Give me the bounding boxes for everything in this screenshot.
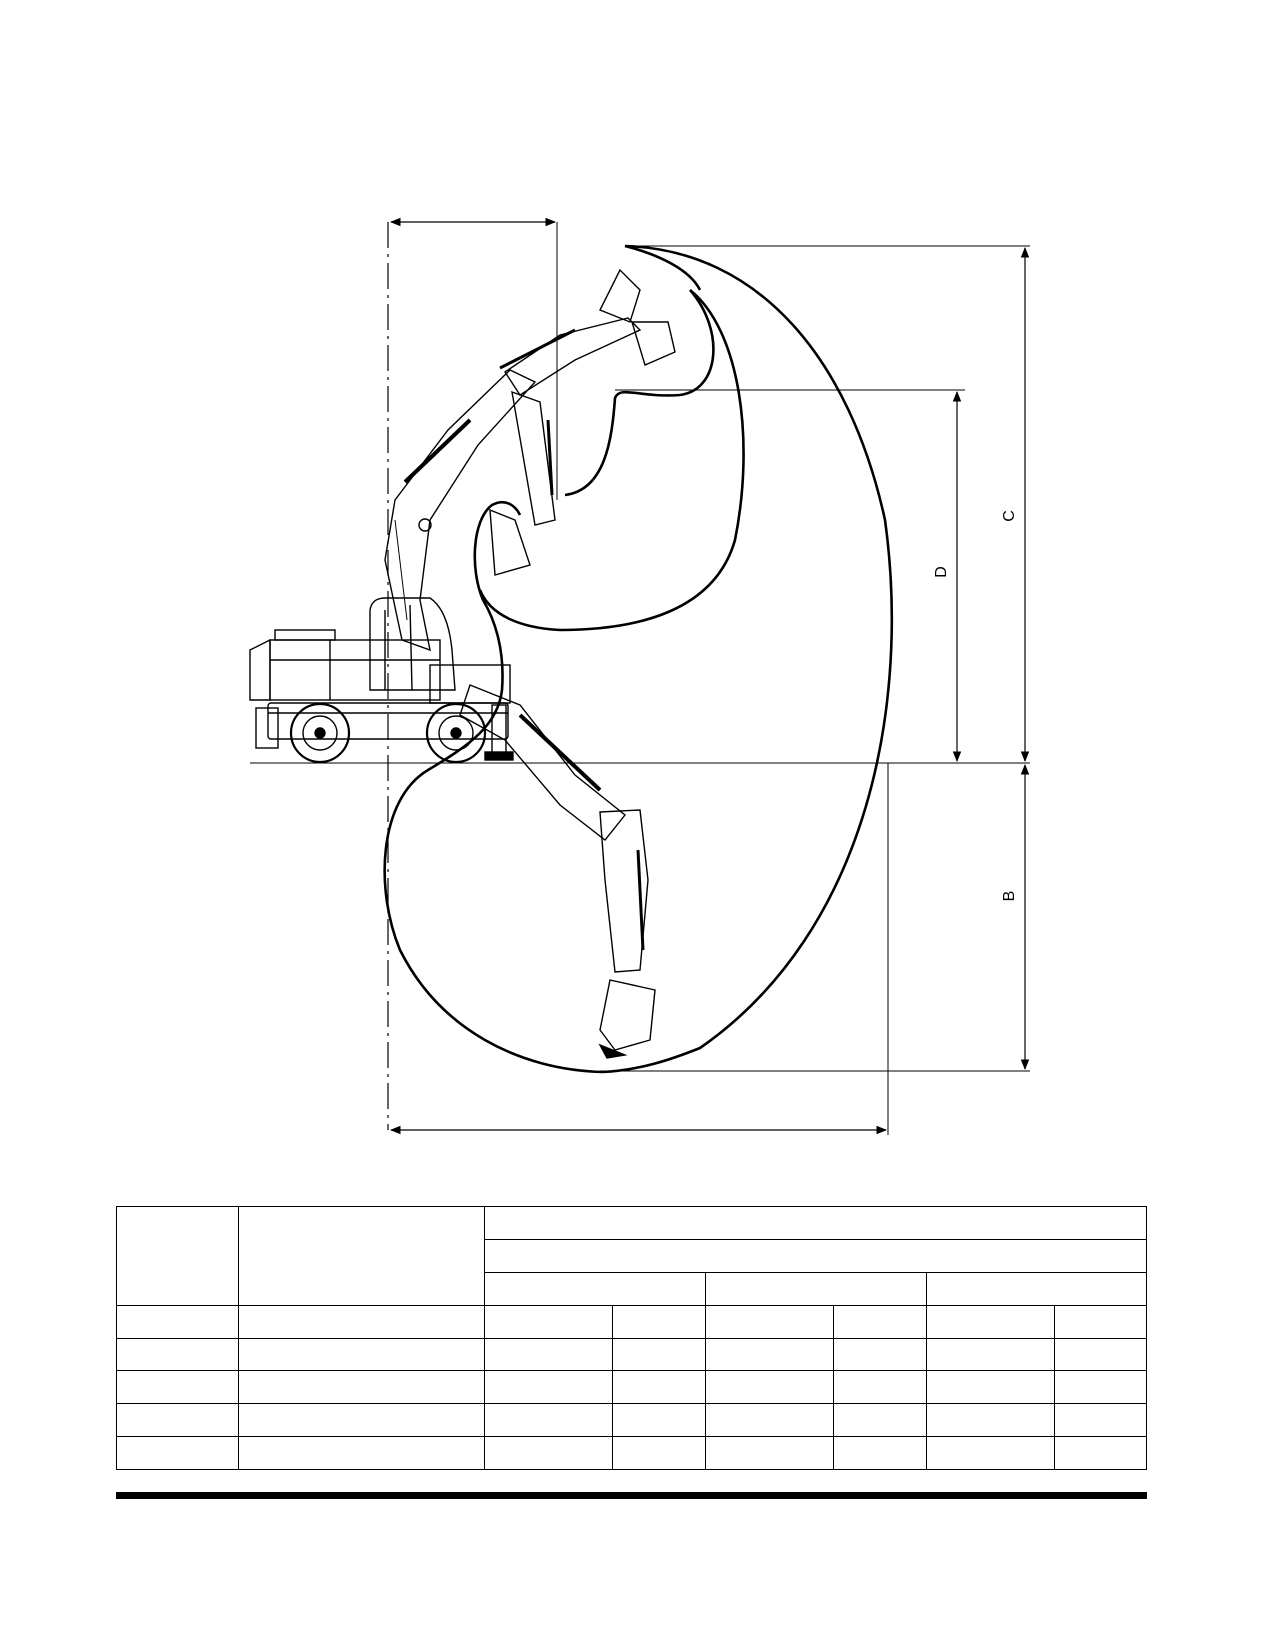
- operator-cab: [369, 597, 456, 691]
- upper-bucket-mid: [631, 321, 676, 366]
- table-cell: [926, 1436, 1055, 1470]
- table-header-cell: [238, 1206, 485, 1306]
- table-cell: [238, 1370, 485, 1405]
- table-header-cell: [483, 1238, 1148, 1273]
- table-cell: [238, 1337, 485, 1372]
- working-envelope: [383, 244, 894, 1074]
- lower-boom-cylinder: [518, 713, 602, 792]
- table-cell: [1053, 1436, 1148, 1470]
- table-cell: [116, 1337, 239, 1372]
- counterweight: [249, 638, 271, 701]
- table-header-row-1: [116, 1206, 1148, 1306]
- table-header-cell: [705, 1271, 927, 1306]
- dimension-label-c: C: [1001, 510, 1018, 522]
- dimension-label-d: D: [933, 566, 950, 578]
- table-cell: [705, 1337, 834, 1372]
- table-header-cell: [484, 1271, 706, 1306]
- lower-bucket: [599, 979, 656, 1051]
- inner-envelope: [564, 289, 715, 497]
- table-header-cell: [925, 1271, 1148, 1306]
- extension-lines: [556, 222, 1030, 1135]
- dimension-arrows: [389, 217, 1030, 1135]
- lower-stick: [599, 809, 649, 973]
- table-cell: [833, 1403, 927, 1438]
- table-cell: [484, 1337, 613, 1372]
- chassis: [267, 702, 509, 740]
- table-row: [116, 1304, 1148, 1339]
- front-wheel: [425, 702, 487, 764]
- table-cell: [833, 1337, 927, 1372]
- rear-wheel: [289, 702, 351, 764]
- table-cell: [833, 1370, 927, 1405]
- table-header-cell: [483, 1206, 1148, 1240]
- working-range-diagram: C D B: [249, 217, 1030, 1135]
- boom-cylinder: [403, 418, 472, 484]
- table-cell: [1053, 1337, 1148, 1372]
- table-header-row-3: [117, 1271, 1148, 1306]
- table-cell: [484, 1304, 613, 1339]
- top-cap-envelope: [624, 244, 702, 291]
- table-cell: [238, 1403, 485, 1438]
- table-cell: [1053, 1304, 1148, 1339]
- table-header-cell: [116, 1206, 239, 1306]
- engine-housing: [269, 639, 441, 701]
- table-cell: [612, 1403, 706, 1438]
- table-cell: [612, 1337, 706, 1372]
- table-row: [116, 1403, 1148, 1438]
- table-cell: [484, 1436, 613, 1470]
- specification-table: [116, 1206, 1148, 1470]
- table-cell: [705, 1436, 834, 1470]
- folded-stick: [511, 390, 556, 526]
- stick-cylinder: [499, 328, 576, 370]
- outer-envelope: [383, 244, 894, 1074]
- table-cell: [238, 1436, 485, 1470]
- folded-bucket: [489, 508, 531, 576]
- table-cell: [1053, 1403, 1148, 1438]
- table-cell: [926, 1304, 1055, 1339]
- table-cell: [926, 1403, 1055, 1438]
- table-row: [116, 1370, 1148, 1405]
- table-row: [116, 1436, 1148, 1470]
- table-cell: [926, 1337, 1055, 1372]
- dimension-label-b: B: [1001, 891, 1018, 902]
- turntable: [429, 664, 511, 704]
- table-cell: [612, 1436, 706, 1470]
- table-cell: [833, 1436, 927, 1470]
- table-cell: [705, 1370, 834, 1405]
- table-cell: [116, 1403, 239, 1438]
- excavator-drawing: [249, 268, 676, 1059]
- table-cell: [705, 1403, 834, 1438]
- table-cell: [926, 1370, 1055, 1405]
- mid-envelope: [478, 288, 745, 632]
- table-cell: [705, 1304, 834, 1339]
- upper-boom: [384, 369, 537, 652]
- lower-boom: [459, 684, 626, 841]
- lower-stick-cylinder: [636, 849, 645, 951]
- table-cell: [116, 1304, 239, 1339]
- table-cell: [612, 1304, 706, 1339]
- table-cell: [238, 1304, 485, 1339]
- table-cell: [116, 1370, 239, 1405]
- table-cell: [116, 1436, 239, 1470]
- table-cell: [612, 1370, 706, 1405]
- rear-blade: [255, 707, 279, 749]
- bottom-rule: [116, 1492, 1147, 1499]
- upper-bucket-high: [599, 268, 641, 323]
- near-envelope: [473, 500, 522, 601]
- table-cell: [484, 1370, 613, 1405]
- table-cell: [833, 1304, 927, 1339]
- table-cell: [1053, 1370, 1148, 1405]
- table-row: [116, 1337, 1148, 1372]
- table-cell: [484, 1403, 613, 1438]
